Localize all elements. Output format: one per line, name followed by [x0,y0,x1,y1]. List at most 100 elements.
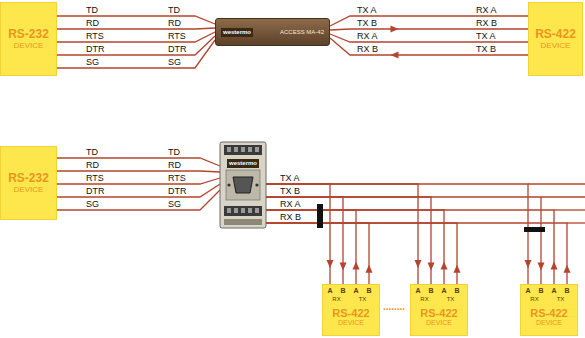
brand-logo: westermo [227,159,259,168]
signal-name: RD [86,18,99,28]
signal-wire [57,178,220,184]
pin-group-name: TX [359,296,367,303]
signal-name: TX B [280,186,300,196]
device-heading: RS-232 [8,172,49,185]
signal-wire [266,184,528,284]
arrowhead [327,260,334,268]
brand-logo: westermo [221,28,253,37]
device-heading: RS-422 [530,307,567,319]
din-converter: westermo [220,142,266,228]
terminal-screw [234,208,238,213]
device-heading: RS-422 [535,28,576,41]
arrowhead [538,263,545,271]
pin-group-name: TX [557,296,565,303]
signal-name: RTS [86,31,104,41]
arrowhead [525,260,532,268]
signal-name: SG [168,199,181,209]
signal-name: TX A [357,5,377,15]
device-heading: RS-422 [420,307,457,319]
signal-wire [266,184,330,284]
terminal-screw [248,208,252,213]
terminal-screw [234,147,238,152]
device-subtitle: DEVICE [338,319,364,327]
continuation-dots: ........ [383,302,405,312]
device-heading: RS-232 [8,28,49,41]
signal-name: TX A [280,173,300,183]
pin-name: B [340,287,345,295]
pin-group-name: RX [420,296,428,303]
signal-name: DTR [168,44,187,54]
signal-wire [266,210,444,284]
signal-name: TD [168,5,180,15]
signal-name: RX A [476,5,497,15]
terminal-screw [227,147,231,152]
signal-name: TD [86,5,98,15]
signal-name: TD [168,147,180,157]
signal-wire [266,223,457,284]
screw [227,183,230,186]
housing [220,142,266,228]
terminal-screw [241,208,245,213]
pin-name: A [327,287,332,295]
signal-wire [266,210,554,284]
termination-resistor [524,227,545,232]
rs232-device: RS-232DEVICE [0,146,57,220]
terminal-screw [241,147,245,152]
screw [255,183,258,186]
bus-line [567,222,585,223]
bus-line [528,183,585,184]
signal-wire [57,190,220,210]
pin-name: B [564,287,569,295]
bus-line [554,209,585,210]
signal-wire [57,40,215,68]
bus-extension [528,184,585,223]
din-converter-body [220,142,266,228]
signal-wire [57,171,220,172]
signal-name: RTS [168,173,186,183]
signal-wire [266,184,418,284]
arrowhead [454,265,461,273]
terminal-block [224,145,262,155]
signal-wire [266,223,567,284]
arrowhead [340,263,347,271]
signal-name: TX B [357,18,377,28]
bus-line [541,196,585,197]
signal-wire [57,158,220,166]
signal-name: RTS [168,31,186,41]
signal-wire [330,29,528,30]
front-panel [226,170,260,200]
signal-name: RX B [357,44,378,54]
terminal-screw [255,147,259,152]
db9-connector [233,177,253,193]
signal-wire [57,32,215,42]
termination-resistor [317,204,323,228]
terminal-screw [248,147,252,152]
terminal-screw [227,208,231,213]
arrowhead [564,265,571,273]
signal-name: RX B [476,18,497,28]
signal-wire [266,210,356,284]
device-heading: RS-422 [332,307,369,319]
arrowhead [353,262,360,270]
device-subtitle: DEVICE [14,41,44,50]
signal-wire [57,16,215,24]
pin-name: A [551,287,556,295]
signal-name: SG [86,199,99,209]
pin-name: A [353,287,358,295]
terminal-block [224,206,262,216]
arrowhead [428,263,435,271]
signal-name: RD [168,160,181,170]
din-rail-clip [224,219,262,225]
pin-group-name: TX [447,296,455,303]
signal-name: TX B [476,44,496,54]
device-subtitle: DEVICE [541,41,571,50]
signal-name: SG [86,57,99,67]
pin-name: A [441,287,446,295]
pin-name: B [538,287,543,295]
arrowhead [391,52,399,59]
arrowhead [415,260,422,268]
arrowhead [441,262,448,270]
signal-name: RD [86,160,99,170]
converter-box: westermoACCESS MA-42 [215,18,330,46]
